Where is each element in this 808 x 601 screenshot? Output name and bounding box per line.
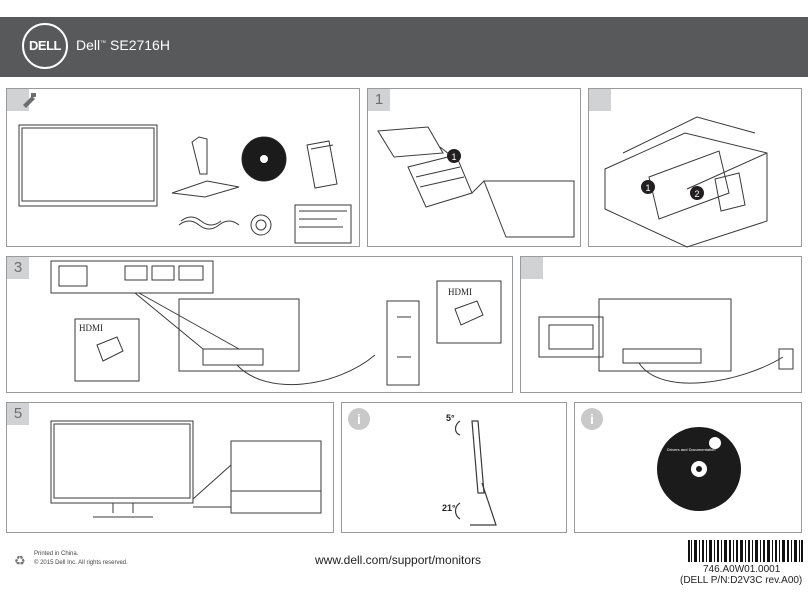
hdmi-label-left: HDMI — [79, 323, 103, 333]
step-badge-blank — [521, 257, 543, 279]
tilt-illustration: 5° 21° — [442, 413, 497, 526]
panel-tilt-info: i 5° 21° — [341, 402, 567, 533]
support-url[interactable]: www.dell.com/support/monitors — [315, 553, 482, 567]
callout-a: 1 — [645, 183, 650, 193]
disc-title: Drivers and Documentation — [667, 447, 715, 452]
barcode — [688, 540, 803, 562]
callout-b: 2 — [694, 189, 699, 199]
panel-step-2: 1 2 — [588, 88, 802, 248]
header-bar: DELL Dell™ SE2716H — [0, 17, 808, 77]
panel-step-1: 1 1 — [367, 88, 581, 247]
unpack-illustration: 1 2 — [604, 116, 768, 248]
stand-attach-illustration: 1 — [377, 126, 575, 238]
power-cable-illustration — [538, 298, 794, 384]
info-icon: i — [348, 408, 370, 430]
copyright-text: © 2015 Dell Inc. All rights reserved. — [34, 560, 128, 566]
hdmi-label-right: HDMI — [448, 287, 472, 297]
step-number: 1 — [368, 89, 390, 111]
step-badge-blank — [589, 89, 611, 111]
step-number: 3 — [7, 257, 29, 279]
tilt-up-label: 5° — [446, 413, 455, 423]
panel-step-4 — [520, 256, 802, 393]
dell-logo: DELL — [22, 23, 68, 69]
info-icon: i — [581, 408, 603, 430]
step-number: 5 — [7, 403, 29, 425]
tool-icon — [7, 89, 36, 111]
dell-part-number: (DELL P/N:D2V3C rev.A00) — [680, 575, 803, 586]
callout-1: 1 — [451, 152, 456, 162]
printed-text: Printed in China. — [34, 551, 79, 557]
panel-disc-info: i Drivers and Documentation — [574, 402, 802, 533]
power-on-illustration — [50, 420, 322, 518]
panel-step-5: 5 — [6, 402, 334, 533]
panel-step-3: 3 HDMI HDMI — [6, 256, 513, 393]
tilt-down-label: 21° — [442, 503, 456, 513]
part-number: 746.A0W01.0001 — [703, 564, 781, 575]
hdmi-cable-illustration: HDMI HDMI — [50, 260, 502, 386]
panel-box-contents — [6, 88, 360, 247]
product-title: Dell™ SE2716H — [76, 37, 170, 53]
recycle-icon: ♻ — [14, 553, 26, 568]
driver-disc-illustration: Drivers and Documentation — [657, 427, 741, 511]
box-contents-illustration — [18, 124, 352, 244]
